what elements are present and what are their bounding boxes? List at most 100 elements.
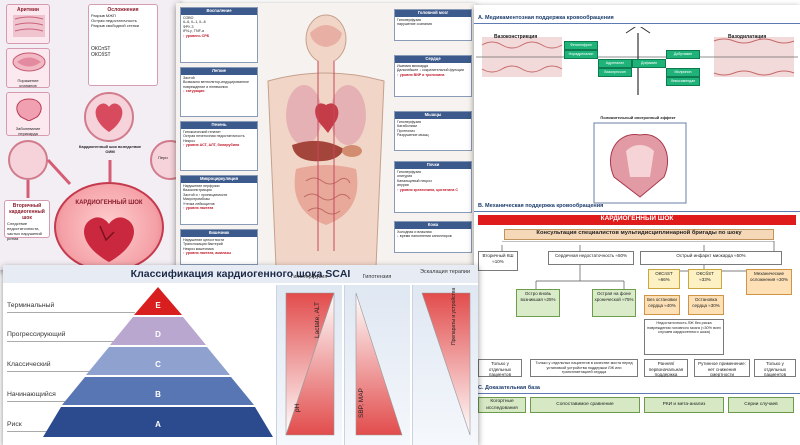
liver-box: Печень Гипоксический гепатит Острая пече… [180,121,258,171]
liver-line-2: Острая печеночная недостаточность [183,134,245,138]
section-c-rule [474,393,800,394]
ph-label: pH [294,403,301,412]
inflammation-line-1: СОВО [183,15,194,20]
kidney-marker: ↑ уровня креатинина, цистатина С [397,187,459,192]
secondary-shock-title: Вторичный кардиогенный шок [9,203,45,221]
kidney-box: Почки Гипоперфузия олигурия Канальцевый … [394,161,472,213]
new-onset-box: Остро вновь возникшая ≈25% [516,289,560,317]
stage-b-tier [62,377,254,405]
section-b-title: В. Механическая поддержка кровообращения [478,203,604,209]
complications-box: Осложнения Разрыв МЖП Острая недостаточн… [88,4,158,86]
section-a-rule [474,23,800,24]
evidence-matched: Сопоставимое сравнение [530,397,640,413]
oksnst-label: ОКСпST [91,46,111,52]
heart-failure-box: Сердечная недостаточность ≈50% [548,251,634,265]
heart-line-1: Ишемия миокарда [397,63,429,68]
ph-wedge [285,292,335,436]
inflammation-marker: ↑ уровень СРБ [183,33,210,38]
kidney-line-1: Гипоперфузия [397,169,421,174]
lungs-line-2: Возможно вентилятор-индуцированное повре… [183,80,249,89]
inflammation-line-3: ФРУ-3 [183,24,194,29]
consultation-bar: Консультация специалистов мультидисципли… [504,229,774,240]
liver-head: Печень [181,122,257,129]
stage-letter-b: B [155,390,161,399]
scai-classification-panel: Классификация кардиогенного шока SCAI Те… [3,265,478,445]
mi-heart-circle [84,92,134,142]
complications-title: Осложнения [107,7,139,13]
valve-disease-label: Поражение клапанов [17,78,39,88]
acute-mi-box: Острый инфаркт миокарда ≈50% [640,251,782,265]
micro-line-4: Микротромбозы [183,197,210,201]
kidney-line-2: олигурия [397,174,413,178]
muscles-line-4: Разрушение мышц [397,133,429,137]
section-c-title: С. Доказательная база [478,385,540,391]
therapy-wedge [421,292,471,436]
oksnst-pct-box: ОКСпST ≈66% [648,269,680,289]
gut-line-3: Некроз кишечника [183,246,214,251]
drug-norepinephrine: Норадреналин [564,50,598,59]
stage-line-c [7,371,95,372]
inotrope-label: Положительный инотропный эффект [600,115,676,120]
stage-d-tier [110,317,206,345]
stage-letter-e: E [155,301,161,310]
complication-3: Разрыв свободной стенки [91,23,139,28]
tissue-circle [8,140,48,180]
pericardium-label: Заболевание перикарда [15,126,41,136]
lungs-marker: ↓ сатурации [183,89,205,93]
drug-dobutamine: Добутамин [666,50,700,59]
hypoperfusion-head: Гипоперфузия [290,274,328,280]
microcirculation-box: Микроциркуляция Нарушение перфузии Вазок… [180,175,258,225]
mechanical-complications-box: Механические осложнения ≈30% [746,269,792,295]
inflammation-box: Воспаление СОВО IL-6, IL-1, IL-8 ФРУ-3 I… [180,7,258,63]
few-patients-box-left: Только у отдельных пациентов [478,359,522,377]
drug-dopamine: Дофамин [632,59,666,68]
escalation-head: Эскалация терапии [419,269,471,275]
stage-label-b: Начинающийся [7,391,56,398]
lungs-line-1: Застой [183,75,195,80]
human-torso-illustration [267,14,385,267]
valve-illustration [12,52,46,72]
oksbst-label: ОКСбST [91,52,111,58]
vasodilation-label: Вазодилатация [728,34,767,40]
complication-1: Разрыв МЖП [91,13,116,18]
muscles-line-1: Гипоперфузия [397,119,421,124]
skin-line-1: Холодная и влажная [397,229,432,234]
collage-arrows [26,158,112,198]
few-patients-box-right: Только у отдельных пациентов [754,359,796,377]
shock-heart-icon [84,217,134,262]
cardiogenic-shock-circle: КАРДИОГЕННЫЙ ШОК [54,182,164,270]
stage-letter-a: A [155,420,161,429]
muscles-head: Мышцы [395,112,471,119]
brain-box: Головной мозг Гипоперфузия нарушение соз… [394,9,472,41]
pericardial-circle [150,140,180,180]
lungs-head: Легкие [181,68,257,75]
mi-shock-caption: Кардиогенный шок вследствие ОИМ [78,144,142,154]
transplant-bridge-box: Только у отдельных пациентов в качестве … [530,359,638,377]
bp-wedge [355,292,403,436]
muscles-line-2: Катаболизм [397,124,417,128]
evidence-cohort: Когортные исследования [478,397,526,413]
kidney-line-4: анурия [397,183,409,187]
routine-use-box: Рутинное применение: нет снижения смертн… [694,359,750,377]
early-support-box: Ранняя/первоначальная поддержка [644,359,688,377]
micro-line-5: Утечка лейкоцитов [183,201,215,206]
stage-line-d [7,341,115,342]
muscles-line-3: Протеолиз [397,128,415,133]
arrhythmia-box: Аритмии [6,4,50,44]
skin-line-2: ↓ время наполнения капилляров [397,234,452,238]
kidney-line-3: Канальцевый некроз [397,178,432,183]
liver-marker: ↑ уровня АСТ, АЛТ, билирубина [183,143,240,147]
micro-marker: ↑ уровня лактата [183,206,214,210]
oksbst-pct-box: ОКСбST ≈33% [688,269,722,289]
evidence-rct: РКИ и мета-анализ [644,397,724,413]
circulatory-support-panel: А. Медикаментозная поддержка кровообраще… [474,5,800,445]
heart-box: Сердце Ишемия миокарда Дальнейшее ↓ сокр… [394,55,472,97]
secondary-shock-box: Вторичный кардиогенный шок Следствие нед… [4,200,50,241]
stage-a-tier [43,407,273,437]
stage-label-d: Прогрессирующий [7,331,66,338]
micro-line-1: Нарушение перфузии [183,183,220,188]
heart-line-2: Дальнейшее ↓ сократительной функции [397,68,464,72]
heart-marker: ↑ уровня BNP и тропонина [397,72,445,77]
heart-head: Сердце [395,56,471,63]
valve-disease-box: Поражение клапанов [6,48,50,88]
